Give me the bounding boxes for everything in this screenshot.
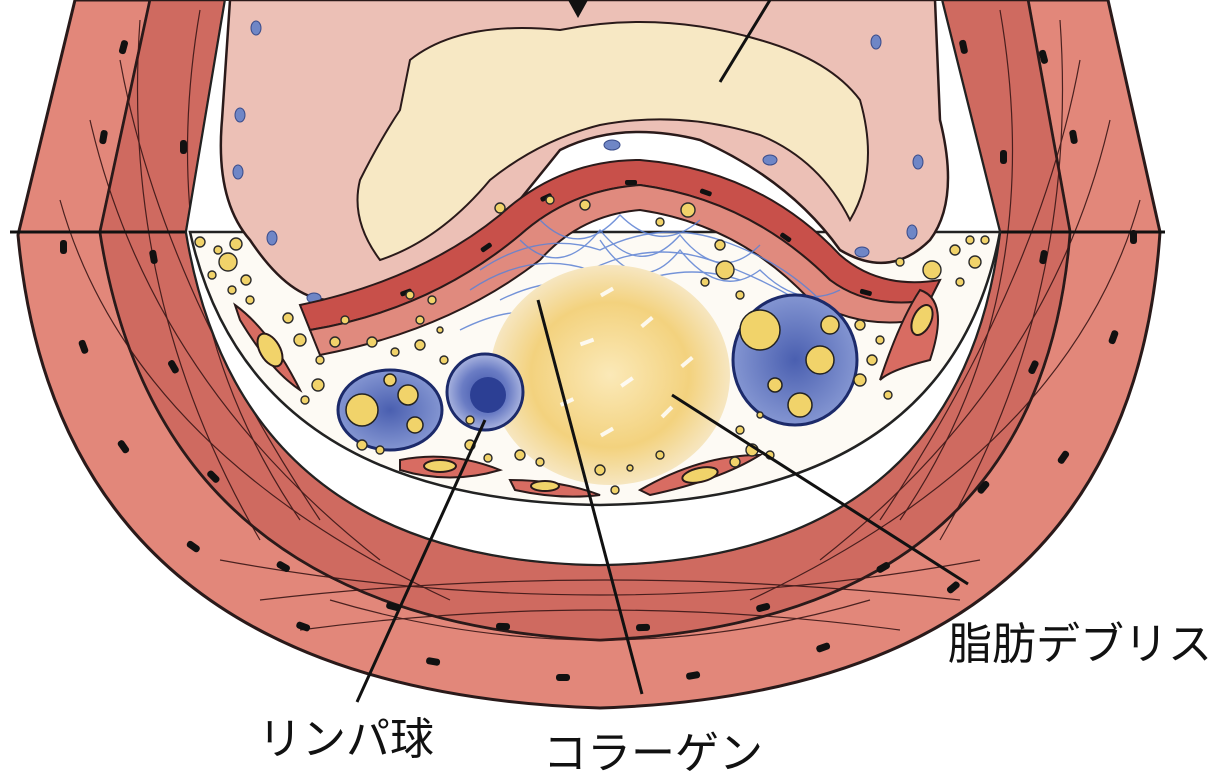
label-collagen: コラーゲン — [543, 732, 763, 776]
label-fat-debris: 脂肪デブリス — [948, 623, 1212, 667]
lymphocyte-nucleus — [470, 377, 506, 413]
lipid-core — [490, 265, 730, 485]
foam-cell-right — [733, 295, 857, 425]
foam-cell-left — [338, 370, 442, 450]
label-lymphocyte: リンパ球 — [258, 718, 434, 762]
